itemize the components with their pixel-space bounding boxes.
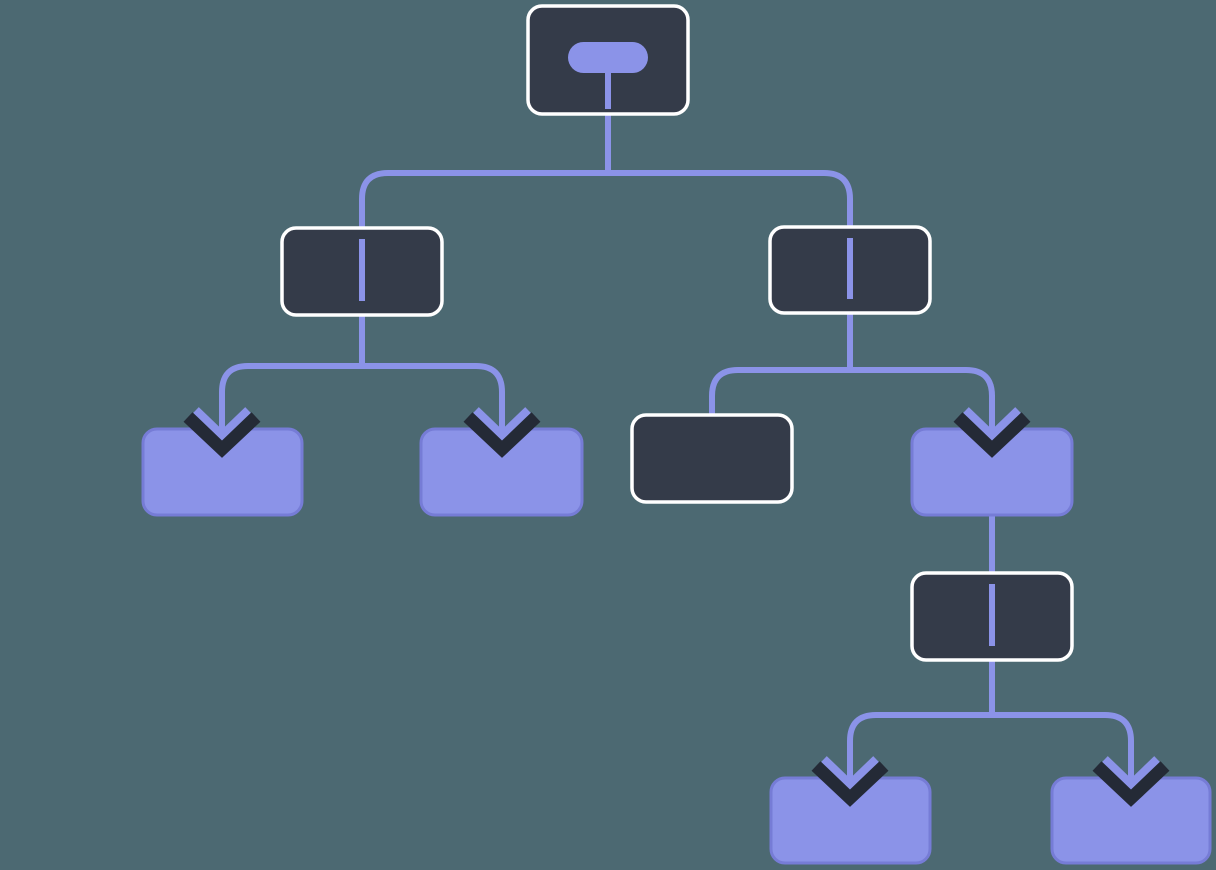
- arrow-into-leaf-4-outer-chevron-icon: [811, 761, 889, 807]
- arrow-into-leaf-5-inner-chevron-icon: [1102, 756, 1160, 790]
- root-node-pill: [568, 42, 648, 73]
- arrow-into-leaf-2-outer-chevron-icon: [463, 412, 541, 458]
- edge-bottom-fork: [847, 652, 1134, 781]
- arrow-into-leaf-1-outer-chevron-icon: [183, 412, 261, 458]
- arrow-into-leaf-4-inner-chevron-icon: [821, 756, 879, 790]
- arrow-into-leaf-2-inner-chevron-icon: [473, 407, 531, 441]
- arrow-into-leaf-3-inner-chevron-icon: [963, 407, 1021, 441]
- arrow-into-leaf-5-outer-chevron-icon: [1092, 761, 1170, 807]
- edge-right-branch-fork: [709, 295, 995, 432]
- dark-leaf-node[interactable]: [630, 413, 794, 504]
- arrow-into-leaf-3-outer-chevron-icon: [953, 412, 1031, 458]
- arrow-into-leaf-1-inner-chevron-icon: [193, 407, 251, 441]
